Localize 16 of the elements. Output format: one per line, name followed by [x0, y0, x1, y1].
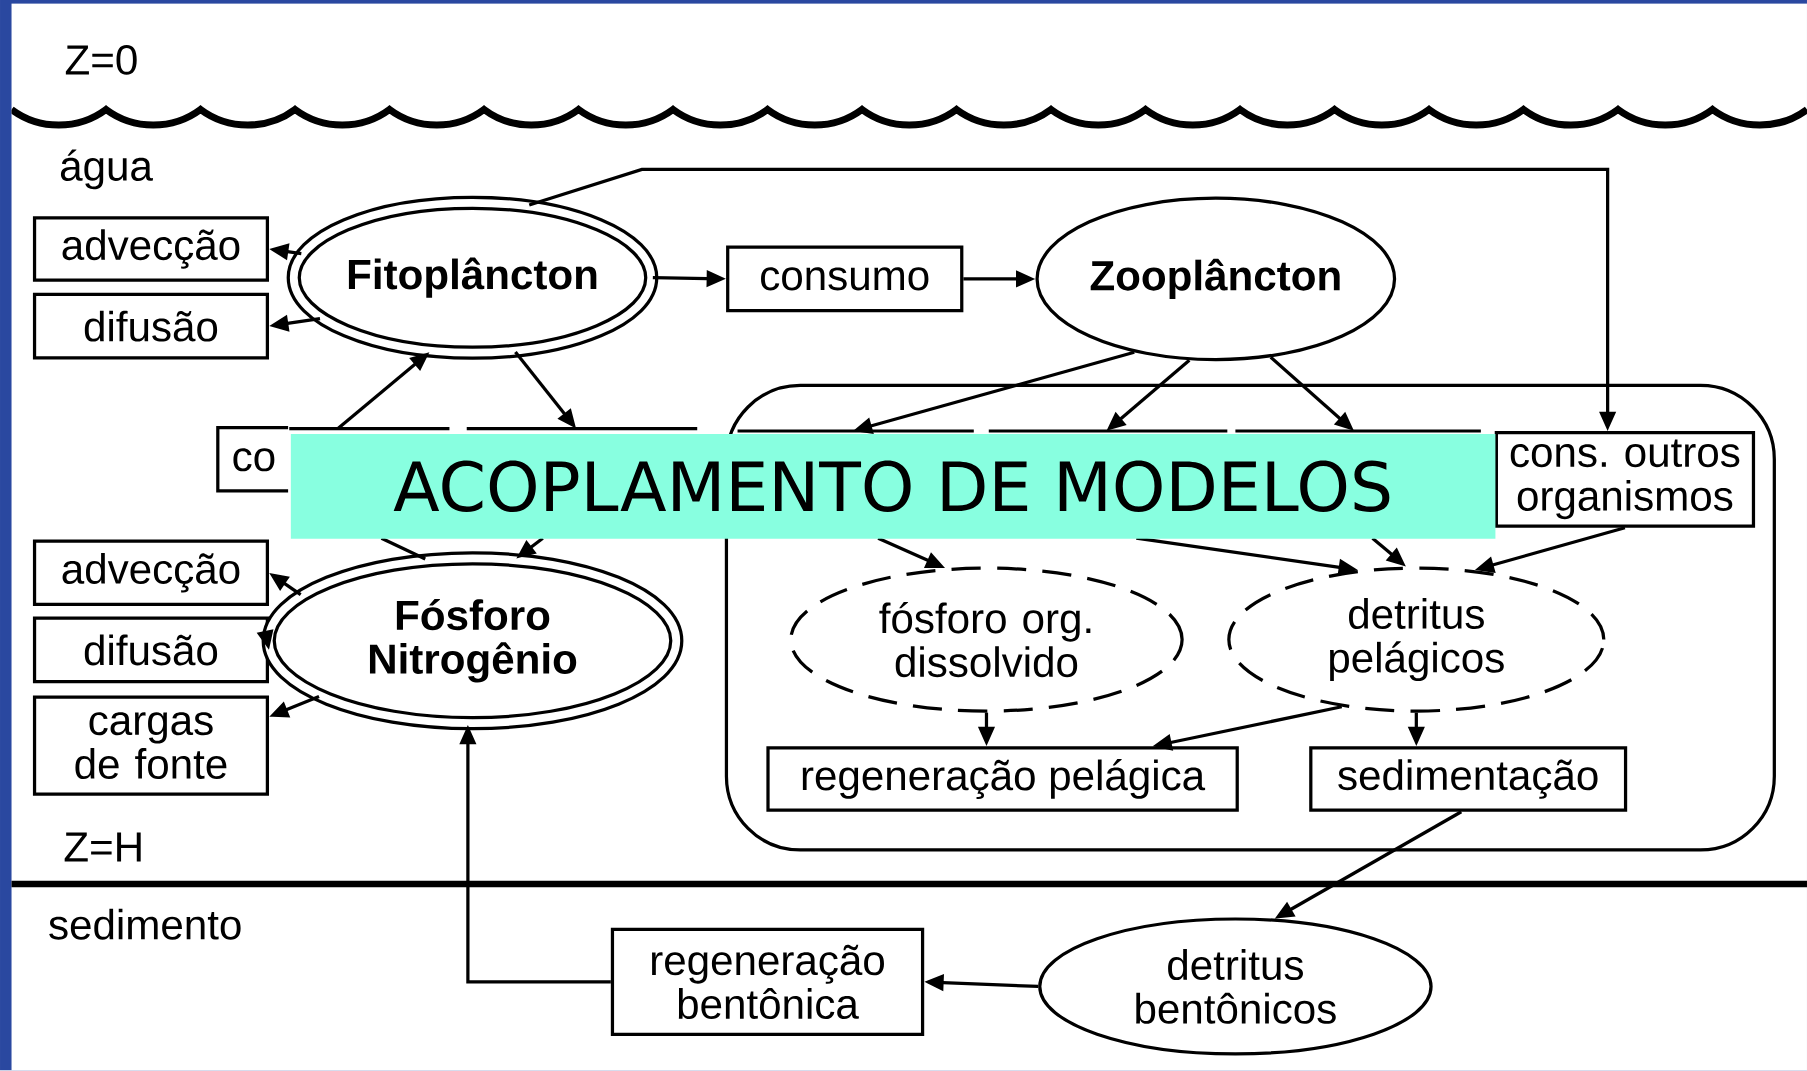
layer-label: sedimento	[49, 908, 241, 940]
process-box: co	[216, 426, 289, 493]
process-box: advecção	[32, 216, 269, 282]
process-box: regeneração bentônica	[610, 928, 925, 1037]
process-box: cons. outros organismos	[1494, 431, 1756, 528]
process-box: sedimentação	[1309, 746, 1628, 812]
title-banner: ACOPLAMENTO DE MODELOS	[290, 434, 1496, 539]
connector-line	[380, 536, 426, 561]
process-box: consumo	[726, 245, 964, 313]
process-box: regeneração pelágica	[766, 746, 1239, 812]
depth-label: Z=0	[65, 45, 137, 76]
process-box: cargas de fonte	[32, 695, 269, 796]
process-box: difusão	[32, 616, 269, 684]
layer-label: água	[60, 149, 153, 190]
process-box: difusão	[32, 293, 269, 360]
process-box: advecção	[32, 539, 269, 607]
